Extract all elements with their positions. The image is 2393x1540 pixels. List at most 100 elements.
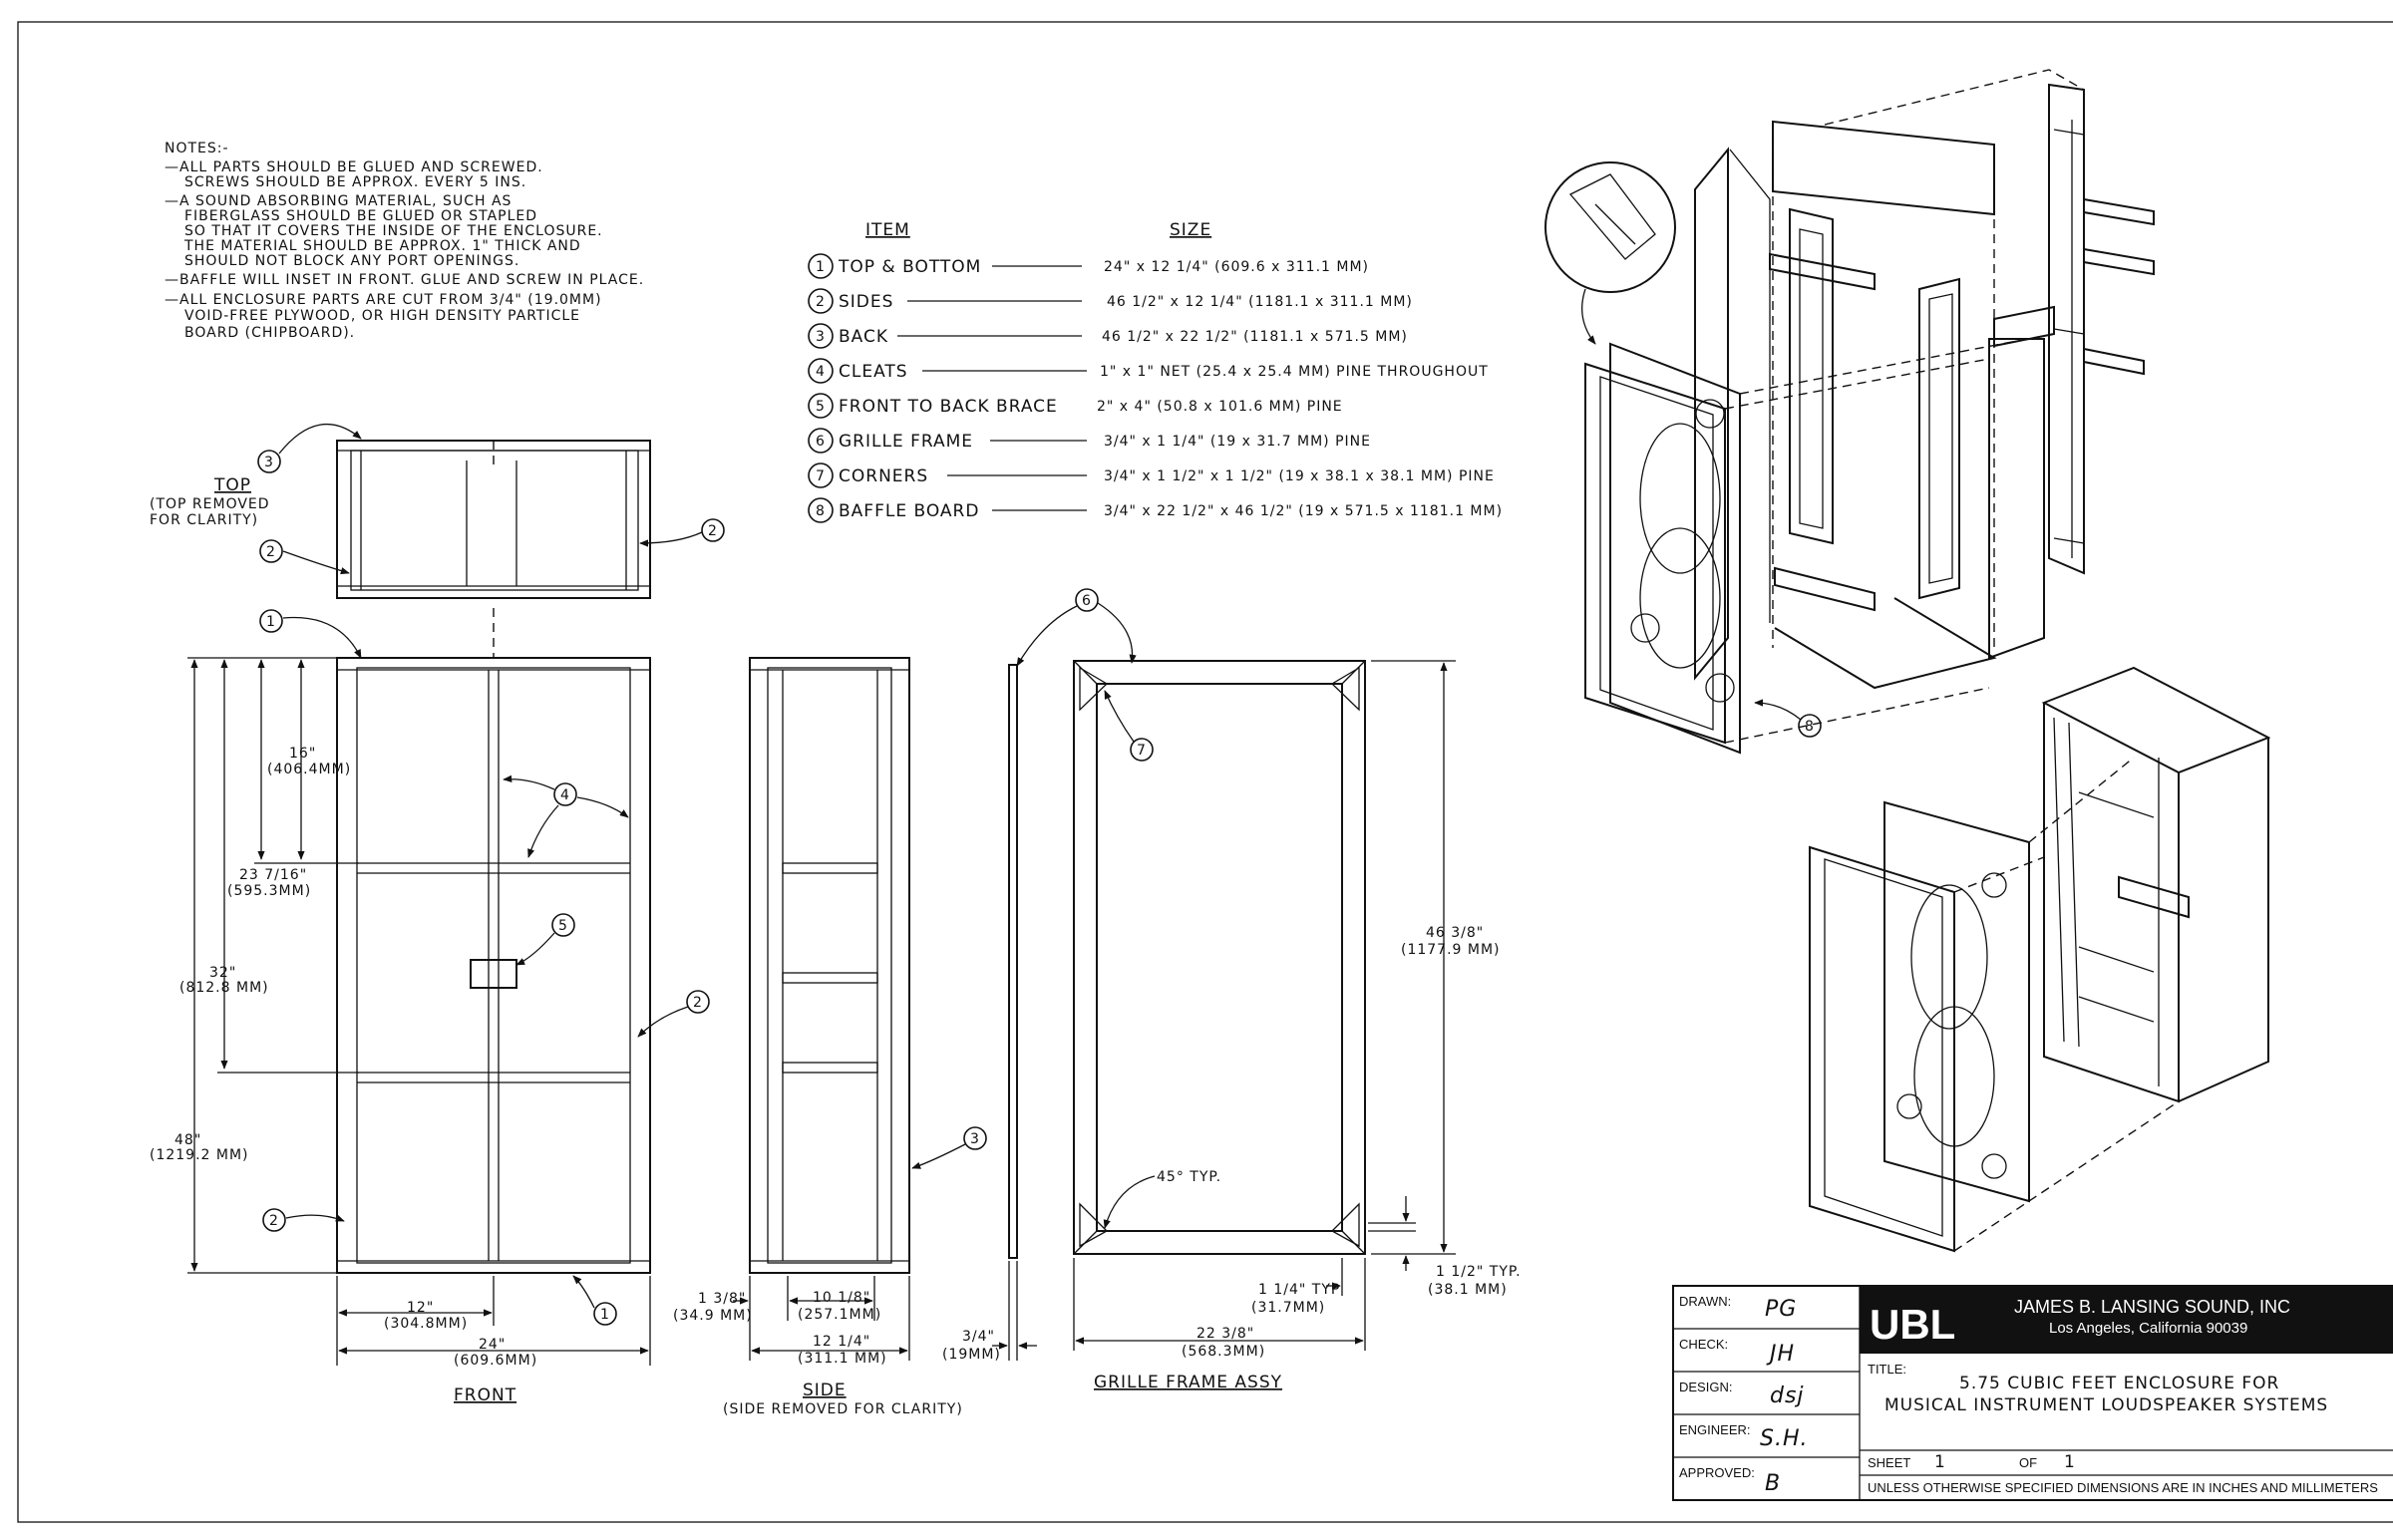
part-size: 3/4" x 22 1/2" x 46 1/2" (19 x 571.5 x 1… xyxy=(1104,503,1503,519)
part-size: 46 1/2" x 22 1/2" (1181.1 x 571.5 MM) xyxy=(1102,329,1408,345)
engineer-label: ENGINEER: xyxy=(1679,1422,1751,1437)
check-label: CHECK: xyxy=(1679,1337,1728,1352)
top-view-subtitle: FOR CLARITY) xyxy=(150,512,258,528)
svg-text:6: 6 xyxy=(1082,593,1092,609)
approved-label: APPROVED: xyxy=(1679,1465,1755,1480)
dim-12-1-4: 12 1/4" xyxy=(813,1334,870,1350)
dim-10: 10 1/8" xyxy=(813,1290,870,1306)
item-header: ITEM xyxy=(865,220,910,240)
corner-detail-bubble xyxy=(1544,161,1676,293)
svg-text:1: 1 xyxy=(266,614,276,630)
sheet-border xyxy=(17,21,2393,1523)
svg-text:8: 8 xyxy=(1805,719,1815,735)
dim-1-1-4-mm: (31.7MM) xyxy=(1251,1300,1325,1316)
exploded-isometric-view: 8 xyxy=(1544,69,2155,755)
svg-text:2: 2 xyxy=(708,523,718,539)
dim-48-mm: (1219.2 MM) xyxy=(150,1147,249,1163)
title-label: TITLE: xyxy=(1868,1362,1906,1377)
company-name: JAMES B. LANSING SOUND, INC xyxy=(2014,1297,2290,1317)
part-name: CLEATS xyxy=(839,362,908,382)
dim-48: 48" xyxy=(174,1132,201,1148)
note-line: BOARD (CHIPBOARD). xyxy=(184,325,355,341)
svg-text:8: 8 xyxy=(816,503,826,519)
title-block: DRAWN: PG CHECK: JH DESIGN: dsj ENGINEER… xyxy=(1672,1285,2393,1501)
svg-text:5: 5 xyxy=(816,399,826,415)
svg-text:2: 2 xyxy=(269,1213,279,1229)
grille-frame-view: 7 45° TYP. 46 3/8" (1177.9 MM) 22 3/8" (… xyxy=(1073,660,1521,1392)
svg-text:7: 7 xyxy=(1137,743,1147,759)
approved-initials: B xyxy=(1765,1471,1781,1496)
part-name: TOP & BOTTOM xyxy=(838,257,981,277)
note-line: SCREWS SHOULD BE APPROX. EVERY 5 INS. xyxy=(184,174,526,190)
notes-block: NOTES:- —ALL PARTS SHOULD BE GLUED AND S… xyxy=(165,141,644,341)
grille-45-typ: 45° TYP. xyxy=(1157,1169,1221,1185)
note-line: —ALL PARTS SHOULD BE GLUED AND SCREWED. xyxy=(165,159,543,175)
parts-row-4: 4 CLEATS 1" x 1" NET (25.4 x 25.4 MM) PI… xyxy=(808,358,1489,384)
design-label: DESIGN: xyxy=(1679,1380,1732,1394)
sheet-total: 1 xyxy=(2064,1452,2076,1472)
svg-text:3: 3 xyxy=(816,329,826,345)
note-line: —ALL ENCLOSURE PARTS ARE CUT FROM 3/4" (… xyxy=(165,292,602,308)
dim-24: 24" xyxy=(479,1337,506,1353)
part-size: 3/4" x 1 1/4" (19 x 31.7 MM) PINE xyxy=(1104,434,1371,450)
dim-12: 12" xyxy=(407,1300,434,1316)
engineer-initials: S.H. xyxy=(1760,1426,1809,1451)
dim-1-1-4: 1 1/4" TYP xyxy=(1258,1282,1340,1298)
side-view-title: SIDE xyxy=(803,1381,847,1400)
note-line: SO THAT IT COVERS THE INSIDE OF THE ENCL… xyxy=(184,223,603,239)
dim-1-1-2-mm: (38.1 MM) xyxy=(1428,1282,1508,1298)
drawing-title-line-1: 5.75 CUBIC FEET ENCLOSURE FOR xyxy=(1959,1374,2279,1393)
notes-heading: NOTES:- xyxy=(165,141,229,156)
note-line: THE MATERIAL SHOULD BE APPROX. 1" THICK … xyxy=(183,238,581,254)
part-size: 46 1/2" x 12 1/4" (1181.1 x 311.1 MM) xyxy=(1107,294,1413,310)
part-name: GRILLE FRAME xyxy=(839,432,973,452)
dim-32: 32" xyxy=(209,965,236,981)
parts-row-8: 8 BAFFLE BOARD 3/4" x 22 1/2" x 46 1/2" … xyxy=(808,497,1503,523)
dim-32-mm: (812.8 MM) xyxy=(179,980,269,996)
part-name: SIDES xyxy=(839,292,893,312)
size-header: SIZE xyxy=(1170,220,1211,240)
svg-text:3: 3 xyxy=(264,455,274,470)
dim-24-mm: (609.6MM) xyxy=(454,1353,537,1369)
dim-23: 23 7/16" xyxy=(239,867,307,883)
dim-22-mm: (568.3MM) xyxy=(1182,1344,1265,1360)
svg-text:5: 5 xyxy=(558,918,568,934)
dim-22-3-8: 22 3/8" xyxy=(1196,1326,1254,1342)
parts-row-6: 6 GRILLE FRAME 3/4" x 1 1/4" (19 x 31.7 … xyxy=(808,428,1371,454)
svg-text:7: 7 xyxy=(816,468,826,484)
part-name: FRONT TO BACK BRACE xyxy=(839,397,1058,417)
side-view: 10 1/8" (257.1MM) 12 1/4" (311.1 MM) 1 3… xyxy=(673,588,1137,1417)
sheet-label: SHEET xyxy=(1868,1455,1910,1470)
title-block-footer: UNLESS OTHERWISE SPECIFIED DIMENSIONS AR… xyxy=(1868,1480,2378,1495)
top-view-title: TOP xyxy=(213,475,251,495)
front-view: 48" (1219.2 MM) 32" (812.8 MM) 23 7/16" … xyxy=(150,609,710,1405)
part-size: 3/4" x 1 1/2" x 1 1/2" (19 x 38.1 x 38.1… xyxy=(1104,468,1495,484)
dim-12-mm: (311.1 MM) xyxy=(798,1351,887,1367)
svg-text:2: 2 xyxy=(266,544,276,560)
parts-row-5: 5 FRONT TO BACK BRACE 2" x 4" (50.8 x 10… xyxy=(808,393,1343,419)
parts-row-1: 1 TOP & BOTTOM 24" x 12 1/4" (609.6 x 31… xyxy=(808,253,1369,279)
note-line: FIBERGLASS SHOULD BE GLUED OR STAPLED xyxy=(184,208,537,224)
dim-3-4: 3/4" xyxy=(962,1329,995,1345)
parts-row-3: 3 BACK 46 1/2" x 22 1/2" (1181.1 x 571.5… xyxy=(808,323,1408,349)
dim-1-mm: (34.9 MM) xyxy=(673,1308,753,1324)
part-name: BACK xyxy=(839,327,888,347)
grille-frame-profile xyxy=(1008,664,1018,1259)
svg-text:2: 2 xyxy=(816,294,826,310)
part-size: 1" x 1" NET (25.4 x 25.4 MM) PINE THROUG… xyxy=(1100,364,1489,380)
of-label: OF xyxy=(2019,1455,2037,1470)
svg-text:1: 1 xyxy=(600,1307,610,1323)
dim-3-4-mm: (19MM) xyxy=(942,1347,1001,1363)
sheet-number: 1 xyxy=(1934,1452,1946,1472)
part-size: 2" x 4" (50.8 x 101.6 MM) PINE xyxy=(1097,399,1343,415)
top-view: TOP (TOP REMOVED FOR CLARITY) 3 2 2 xyxy=(150,424,725,658)
svg-text:3: 3 xyxy=(970,1131,980,1147)
parts-list: ITEM SIZE 1 TOP & BOTTOM 24" x 12 1/4" (… xyxy=(808,220,1503,523)
part-size: 24" x 12 1/4" (609.6 x 311.1 MM) xyxy=(1104,259,1369,275)
check-initials: JH xyxy=(1766,1342,1795,1367)
note-line: —BAFFLE WILL INSET IN FRONT. GLUE AND SC… xyxy=(165,272,644,288)
grille-view-title: GRILLE FRAME ASSY xyxy=(1094,1373,1282,1392)
top-view-subtitle: (TOP REMOVED xyxy=(150,496,270,512)
svg-text:6: 6 xyxy=(816,434,826,450)
